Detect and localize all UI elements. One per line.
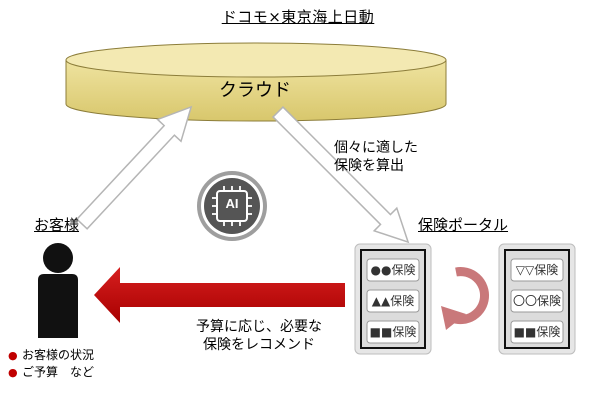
portal-label: 保険ポータル — [418, 216, 509, 234]
insurance-card: ■■保険 — [510, 320, 564, 344]
ai-label: AI — [225, 196, 239, 211]
insurance-card: ▽▽保険 — [510, 258, 564, 282]
recommend-arrow — [94, 267, 345, 323]
customer-label: お客様 — [34, 216, 80, 234]
insurance-card: 〇〇保険 — [510, 289, 564, 313]
recommend-label-line: 予算に応じ、必要な — [196, 319, 322, 335]
cloud-cylinder — [65, 42, 447, 122]
insurance-card-label: ■■保険 — [514, 325, 561, 339]
list-item-text: ご予算 など — [22, 365, 95, 379]
recommend-arrow-label: 予算に応じ、必要な 保険をレコメンド — [184, 318, 334, 354]
list-item: ● ご予算 など — [8, 364, 94, 381]
customer-to-cloud-arrow — [75, 105, 193, 230]
cycle-arrow-icon — [441, 267, 489, 330]
insurance-card: ▲▲保険 — [366, 289, 420, 313]
insurance-card-label: 〇〇保険 — [513, 294, 561, 308]
cloud-to-portal-arrow — [271, 105, 410, 244]
insurance-card-label: ▽▽保険 — [516, 263, 558, 277]
insurance-card-label: ■■保険 — [370, 325, 417, 339]
list-item-text: お客様の状況 — [22, 348, 95, 362]
to-portal-label-line: 個々に適した — [334, 140, 418, 156]
insurance-card: ■■保険 — [366, 320, 420, 344]
recommend-label-line: 保険をレコメンド — [203, 337, 315, 353]
insurance-card: ●●保険 — [366, 258, 420, 282]
person-icon — [38, 243, 78, 338]
page-title: ドコモ×東京海上日動 — [221, 8, 375, 26]
to-portal-arrow-label: 個々に適した 保険を算出 — [334, 139, 418, 175]
bullet-icon: ● — [8, 366, 18, 379]
list-item: ● お客様の状況 — [8, 347, 94, 364]
cloud-label: クラウド — [219, 80, 291, 101]
insurance-card-label: ●●保険 — [371, 263, 416, 277]
to-portal-label-line: 保険を算出 — [334, 158, 404, 174]
insurance-card-label: ▲▲保険 — [372, 294, 414, 308]
bullet-icon: ● — [8, 349, 18, 362]
customer-input-list: ● お客様の状況 ● ご予算 など — [8, 347, 94, 381]
ai-chip-icon — [197, 171, 267, 241]
